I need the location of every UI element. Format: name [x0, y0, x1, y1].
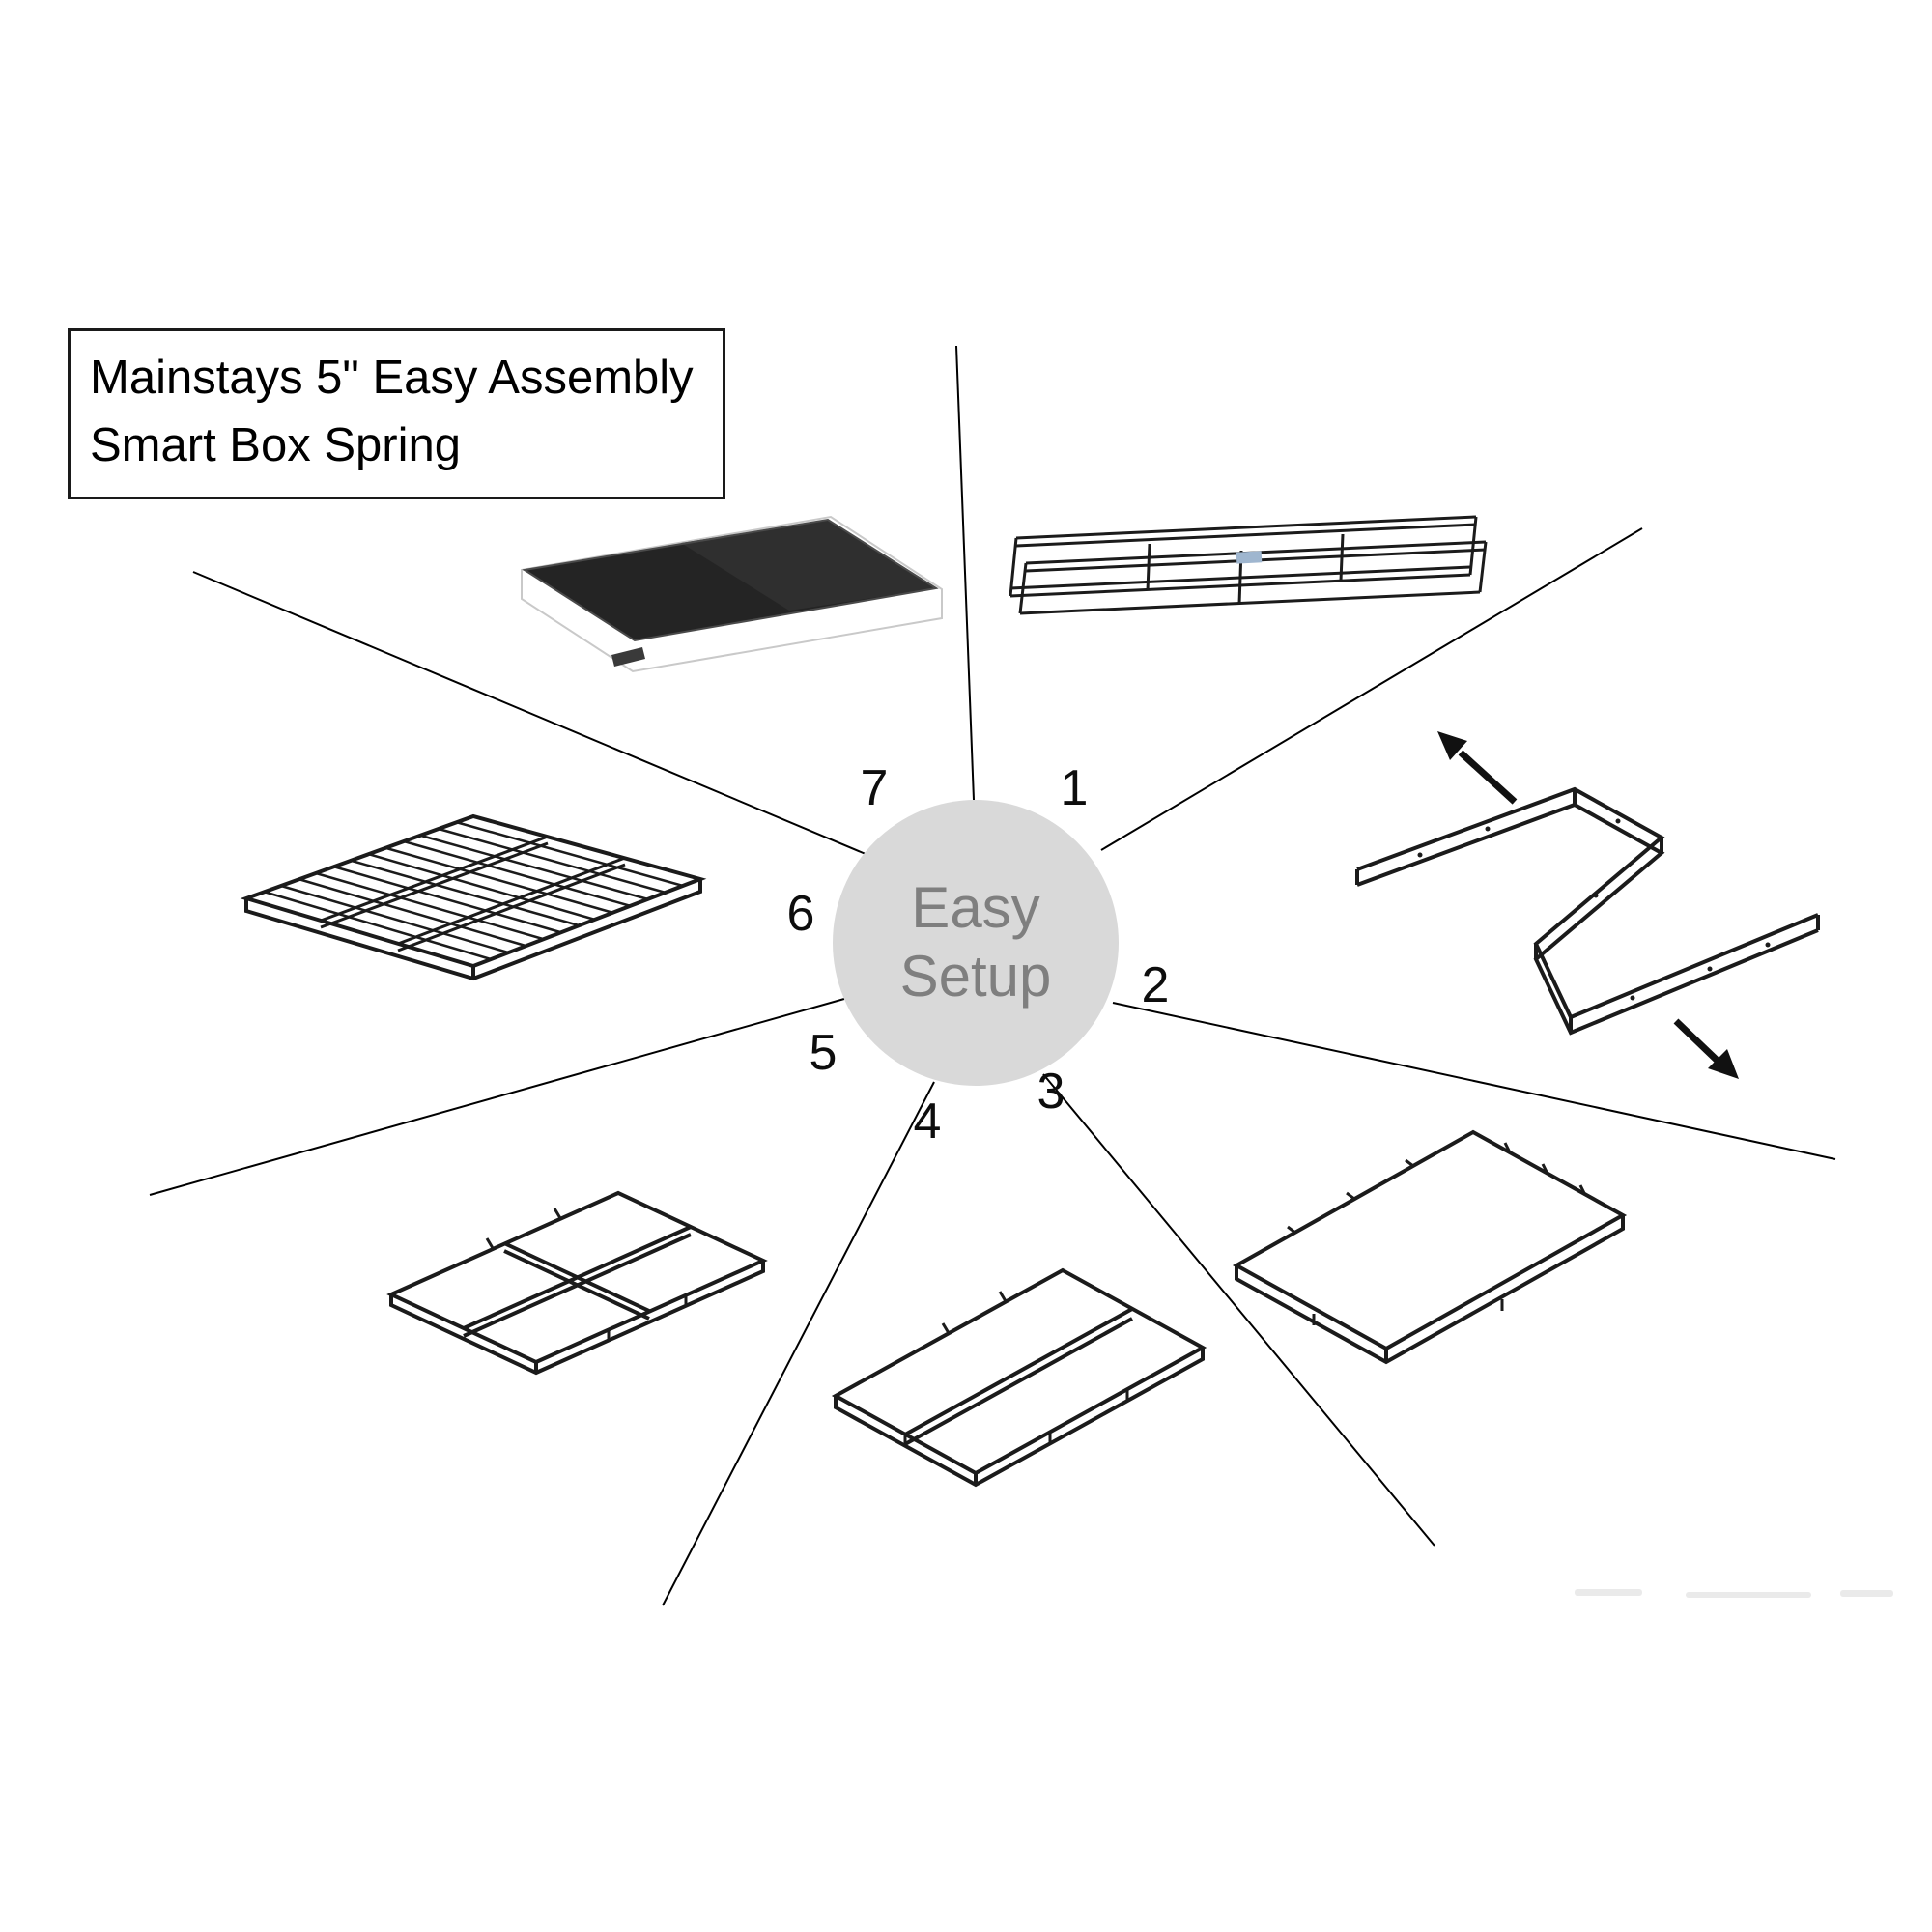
step-number-1: 1	[1060, 760, 1089, 816]
photo-artifact-smudge	[1686, 1592, 1811, 1598]
easy-setup-badge: Easy Setup	[833, 800, 1119, 1086]
brand-tag-icon	[611, 647, 645, 667]
step-4-frame-one-crossbar-image	[831, 1267, 1208, 1488]
product-title-line1: Mainstays 5" Easy Assembly	[90, 352, 694, 404]
step-number-7: 7	[860, 760, 889, 816]
step-6-assembled-slatted-base-image	[240, 813, 707, 981]
step-3-perimeter-frame-image	[1232, 1129, 1628, 1365]
easy-setup-text-line2: Setup	[899, 944, 1052, 1009]
step-number-2: 2	[1141, 957, 1170, 1013]
product-title-box: Mainstays 5" Easy Assembly Smart Box Spr…	[68, 328, 725, 500]
arrow-down-right-icon	[1673, 1018, 1739, 1079]
product-title-line2: Smart Box Spring	[90, 418, 461, 471]
step-1-folded-frame-image	[1009, 515, 1488, 615]
step-2-unfolding-zigzag-frame-image	[1355, 731, 1820, 1079]
photo-artifact-smudge	[1575, 1589, 1642, 1596]
frame-label-tag-icon	[1236, 551, 1263, 564]
photo-artifact-smudge	[1840, 1590, 1893, 1597]
step-number-3: 3	[1037, 1064, 1065, 1120]
step-number-5: 5	[809, 1025, 838, 1081]
arrow-up-left-icon	[1437, 731, 1518, 805]
step-number-6: 6	[786, 886, 815, 942]
easy-setup-text-line1: Easy	[911, 875, 1040, 941]
step-7-finished-box-spring-image	[521, 515, 943, 673]
step-number-4: 4	[913, 1094, 942, 1150]
step-5-frame-crossbars-image	[386, 1190, 768, 1376]
